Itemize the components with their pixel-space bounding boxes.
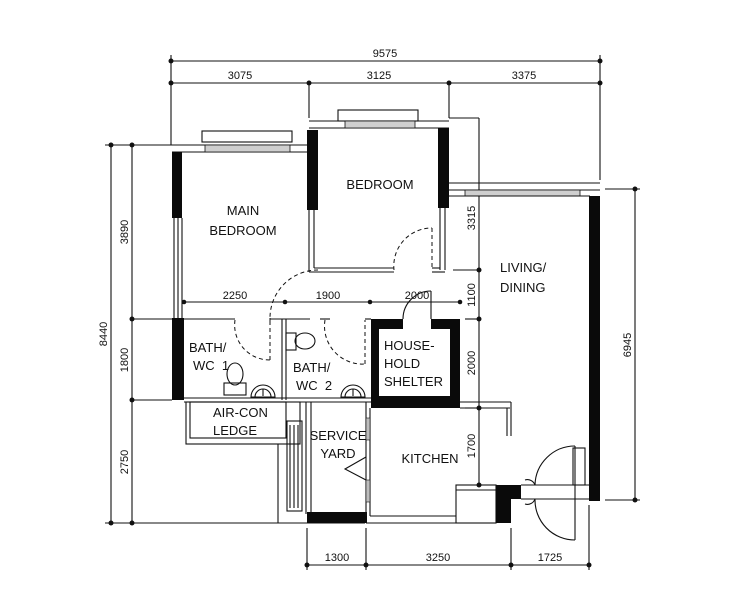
- bath1-label-line1: BATH/: [189, 340, 227, 355]
- shelter-label-line1: HOUSE-: [384, 338, 435, 353]
- room-bath-wc2: BATH/ WC 2: [293, 360, 332, 393]
- room-main-bedroom: MAIN BEDROOM: [209, 203, 276, 238]
- left-segment-3: 2750: [119, 450, 131, 474]
- living-label-line2: DINING: [500, 280, 546, 295]
- shelter-label-line2: HOLD: [384, 356, 420, 371]
- left-dimension-lines: [105, 142, 278, 526]
- bottom-segment-1: 1300: [325, 552, 349, 564]
- left-segment-1: 3890: [119, 220, 131, 244]
- service-yard-label-line1: SERVICE: [310, 428, 367, 443]
- bedroom-label: BEDROOM: [346, 177, 413, 192]
- kitchen-label: KITCHEN: [401, 451, 458, 466]
- room-service-yard: SERVICE YARD: [310, 428, 367, 461]
- walls: [172, 109, 600, 524]
- shelter-label-line3: SHELTER: [384, 374, 443, 389]
- room-household-shelter: HOUSE- HOLD SHELTER: [384, 338, 443, 389]
- inner-vertical-2: 1100: [466, 283, 478, 307]
- bath1-label-line2: WC 1: [193, 358, 229, 373]
- left-segment-2: 1800: [119, 348, 131, 372]
- bottom-segment-3: 1725: [538, 552, 562, 564]
- right-dimension-lines: [605, 186, 640, 503]
- doors: [234, 227, 576, 541]
- top-segment-3: 3375: [512, 70, 536, 82]
- main-bedroom-label-line1: MAIN: [227, 203, 260, 218]
- bottom-dimension-lines: [304, 505, 592, 570]
- fixtures: [223, 332, 366, 398]
- inner-vertical-1: 3315: [466, 206, 478, 230]
- bath2-label-line1: BATH/: [293, 360, 331, 375]
- service-yard-label-line2: YARD: [320, 446, 355, 461]
- room-living-dining: LIVING/ DINING: [500, 260, 547, 295]
- top-segment-2: 3125: [367, 70, 391, 82]
- inner-vertical-4: 1700: [466, 434, 478, 458]
- bottom-segment-2: 3250: [426, 552, 450, 564]
- inner-horizontal-dimension: [181, 299, 463, 305]
- inner-horizontal-1: 2250: [223, 290, 247, 302]
- top-dimension-lines: [168, 55, 603, 180]
- bath2-label-line2: WC 2: [296, 378, 332, 393]
- main-bedroom-label-line2: BEDROOM: [209, 223, 276, 238]
- overall-width-label: 9575: [373, 48, 397, 60]
- room-bath-wc1: BATH/ WC 1: [189, 340, 229, 373]
- inner-vertical-3: 2000: [466, 351, 478, 375]
- inner-horizontal-2: 1900: [316, 290, 340, 302]
- aircon-label-line1: AIR-CON: [213, 405, 268, 420]
- room-aircon-ledge: AIR-CON LEDGE: [213, 405, 268, 438]
- top-segment-1: 3075: [228, 70, 252, 82]
- right-overall-label: 6945: [622, 333, 634, 357]
- aircon-label-line2: LEDGE: [213, 423, 257, 438]
- overall-height-label: 8440: [98, 322, 110, 346]
- living-label-line1: LIVING/: [500, 260, 547, 275]
